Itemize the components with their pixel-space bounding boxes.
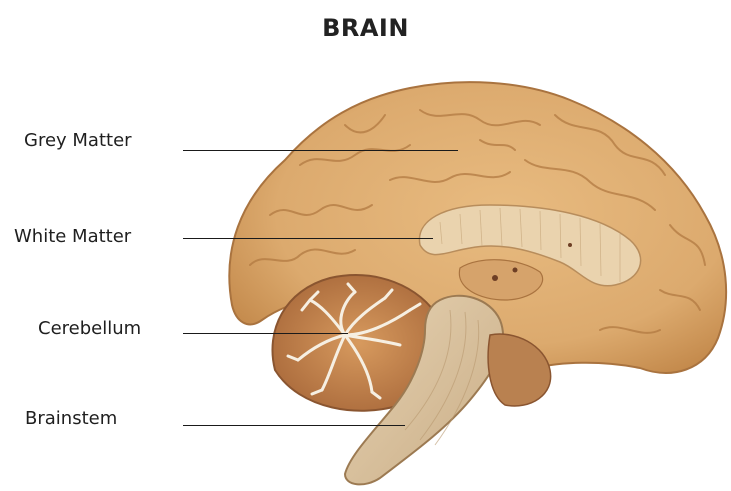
grey-matter-leader [183, 150, 458, 151]
white-matter-leader [183, 238, 433, 239]
brainstem-leader [183, 425, 405, 426]
brainstem-label: Brainstem [25, 408, 117, 429]
grey-matter-label: Grey Matter [24, 130, 132, 151]
dark-spot [492, 275, 498, 281]
dark-spot [568, 243, 572, 247]
cerebellum-leader [183, 333, 348, 334]
white-matter-label: White Matter [14, 226, 131, 247]
dark-spot [513, 268, 518, 273]
cerebellum-label: Cerebellum [38, 318, 141, 339]
